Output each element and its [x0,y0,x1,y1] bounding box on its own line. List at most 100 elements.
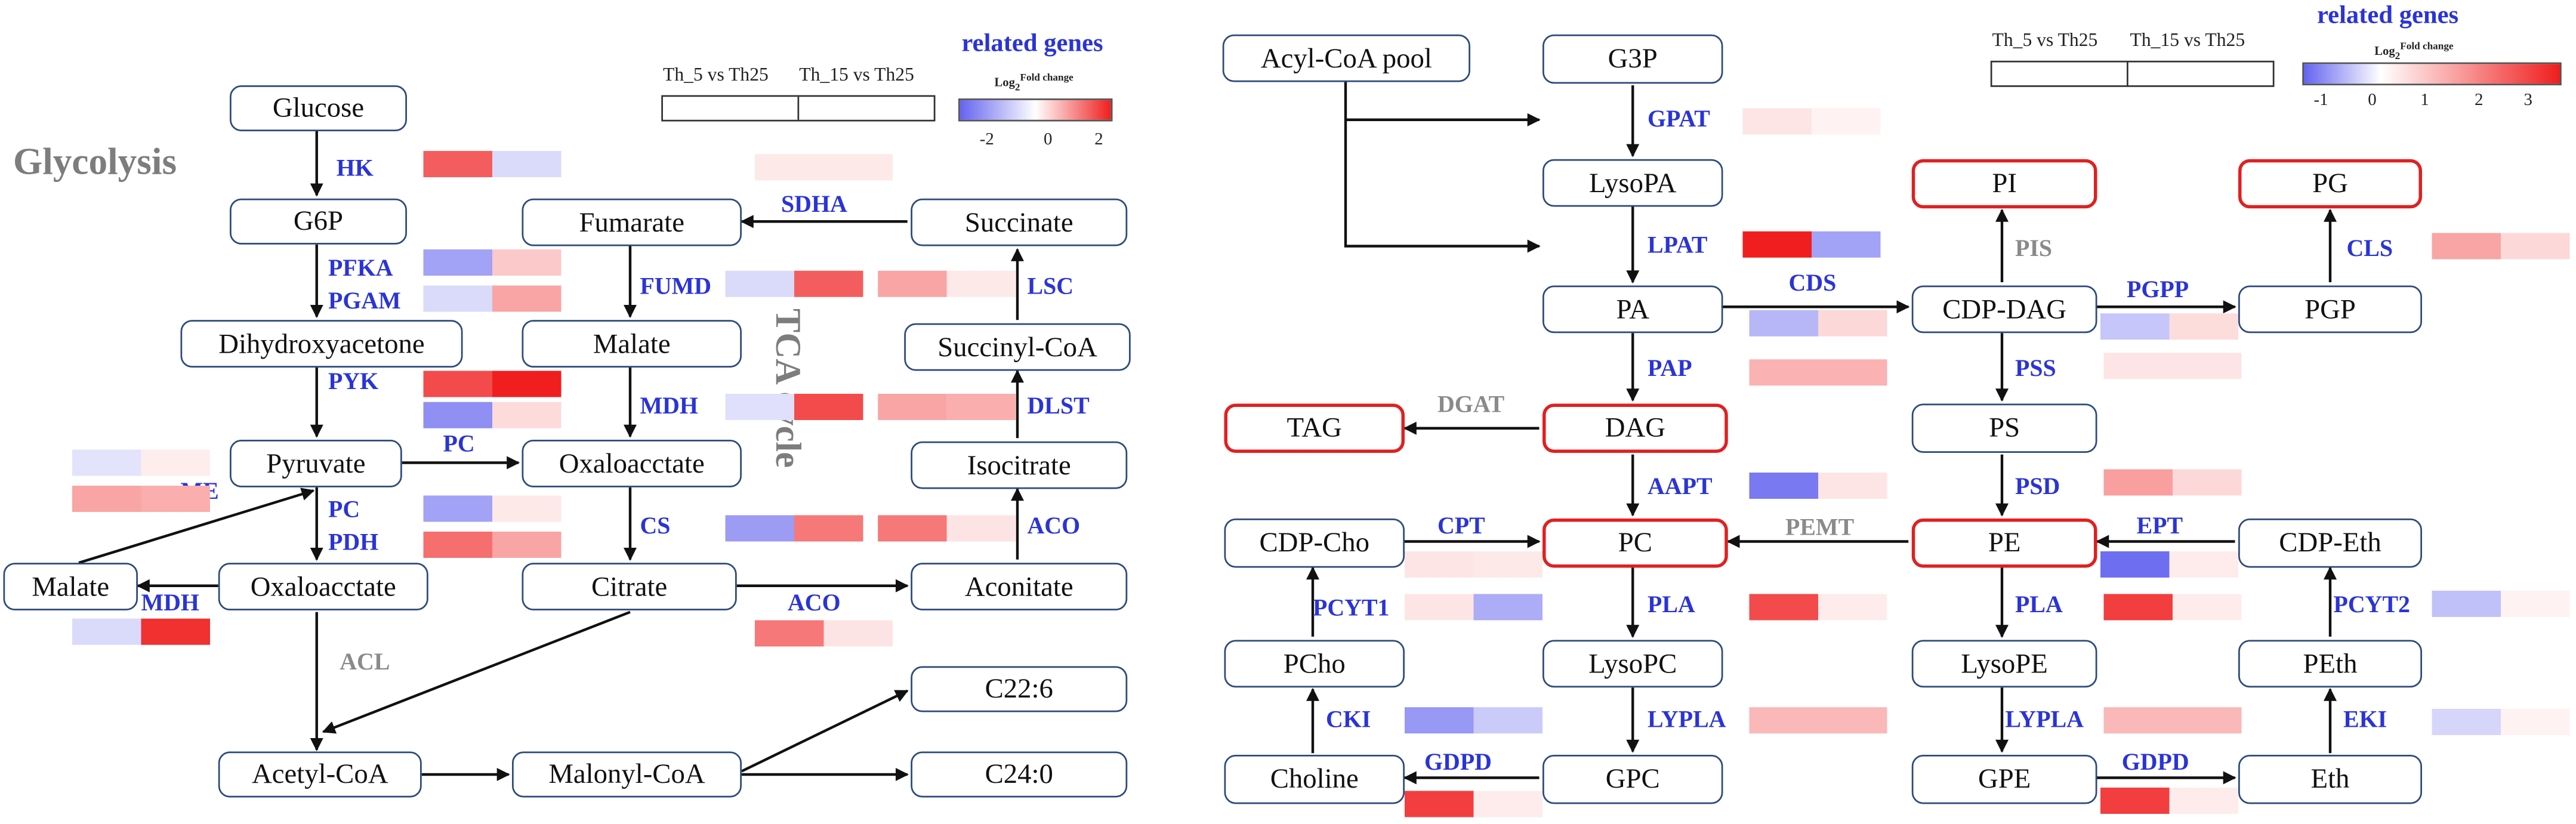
heatmap-pdh [423,532,562,558]
colorbar-gradient-right [2302,62,2562,85]
heatmap-cell [1742,108,1812,135]
enzyme-dgat: DGAT [1437,392,1505,419]
heatmap-psd [2103,469,2242,496]
heatmap-cell [492,402,562,428]
enzyme-aapt: AAPT [1648,474,1713,501]
heatmap-gdpd-left [1405,791,1542,817]
heatmap-cpt [1405,551,1542,578]
heatmap-cell [2173,353,2242,379]
enzyme-gdpd-right: GDPD [2121,749,2189,776]
node-ps: PS [1911,403,2097,453]
heatmap-cell [1473,551,1542,578]
heatmap-pcyt2 [2432,591,2570,617]
enzyme-pap: PAP [1648,356,1692,382]
heatmap-pc [423,495,562,522]
heatmap-cell [423,402,492,428]
heatmap-cell [492,151,562,177]
heatmap-lpat [1742,231,1881,258]
heatmap-pyk [423,371,562,397]
heatmap-cell [1405,707,1474,734]
heatmap-lsc [878,270,1016,297]
node-choline: Choline [1224,755,1405,804]
enzyme-cki: CKI [1326,707,1371,734]
legend-col1-label: Th_5 vs Th25 [663,66,769,85]
node-acetyl-coa: Acetyl-CoA [218,751,422,798]
heatmap-cell [2173,707,2242,734]
enzyme-cpt: CPT [1437,513,1485,540]
glycolysis-label: Glycolysis [13,141,177,183]
heatmap-cell [141,449,210,476]
enzyme-pcyt1: PCYT1 [1313,595,1390,622]
heatmap-cell [492,285,562,312]
enzyme-pla-left: PLA [1648,592,1695,619]
colorbar-tick-right: -1 [2313,92,2328,110]
enzyme-pgam: PGAM [328,289,401,315]
heatmap-cell [725,394,794,420]
heatmap-cell [2501,709,2570,735]
heatmap-cell [72,618,141,645]
heatmap-cell [423,532,492,558]
heatmap-cell [2501,591,2570,617]
node-dag: DAG [1542,403,1728,453]
colorbar-tick: 2 [1094,131,1103,150]
node-pg: PG [2238,159,2422,209]
enzyme-aco-bottom: ACO [788,591,841,617]
enzyme-pla-right: PLA [2015,592,2063,619]
heatmap-lypla-left [1749,707,1887,734]
node-lysopc: LysoPC [1542,640,1723,688]
heatmap-cell [2100,313,2170,340]
enzyme-lpat: LPAT [1648,233,1708,260]
node-fumarate: Fumarate [522,198,742,246]
node-cdp-cho: CDP-Cho [1224,519,1405,568]
colorbar-tick-right: 3 [2523,92,2532,110]
colorbar-tick-right: 0 [2368,92,2377,110]
heatmap-cell [141,486,210,512]
heatmap-pgam [423,285,562,312]
node-pcho: PCho [1224,640,1405,688]
heatmap-pla-left [1749,594,1887,621]
heatmap-pla-right [2103,594,2242,621]
enzyme-pgpp: PGPP [2127,277,2189,304]
heatmap-cell [2169,788,2238,814]
heatmap-cell [1749,594,1818,621]
heatmap-gdpd-right [2100,788,2238,814]
heatmap-pcyt1 [1405,594,1542,621]
node-cdp-eth: CDP-Eth [2238,519,2422,568]
arrow-malonylcoa-c226 [741,689,909,773]
heatmap-cell [1818,473,1887,499]
node-pyruvate: Pyruvate [230,440,402,487]
colorbar-subtitle: Log2Fold change [994,72,1073,94]
node-oxaloacetate-middle: Oxaloacctate [522,440,742,487]
legend-box-right [1990,60,2275,87]
heatmap-cell [72,486,141,512]
node-acyl-coa-pool: Acyl-CoA pool [1222,34,1470,82]
enzyme-pyk: PYK [328,369,379,396]
colorbar-tick: -2 [979,131,994,150]
enzyme-dlst: DLST [1027,394,1090,420]
heatmap-fumd [725,270,863,297]
heatmap-cds [1749,310,1887,337]
heatmap-cell [1818,594,1887,621]
heatmap-cell [878,394,947,420]
heatmap-cell [2173,594,2242,621]
enzyme-sdha: SDHA [781,192,847,218]
heatmap-side-1 [72,449,210,476]
heatmap-pap [1749,359,1887,386]
enzyme-pis: PIS [2015,236,2053,263]
heatmap-cell [2432,591,2501,617]
node-pi: PI [1911,159,2097,209]
heatmap-lypla-right [2103,707,2242,734]
heatmap-cell [725,270,794,297]
heatmap-cell [141,618,210,645]
enzyme-mdh-middle: MDH [640,394,698,420]
enzyme-pfka: PFKA [328,256,393,282]
heatmap-cs [725,515,863,542]
heatmap-cell [1473,594,1542,621]
heatmap-sdha [755,154,893,181]
heatmap-cell [1818,359,1887,386]
heatmap-cell [1749,473,1818,499]
enzyme-lypla-left: LYPLA [1648,707,1726,734]
arrow-me [78,487,315,564]
heatmap-ept [2100,551,2238,578]
node-gpe: GPE [1911,755,2097,804]
